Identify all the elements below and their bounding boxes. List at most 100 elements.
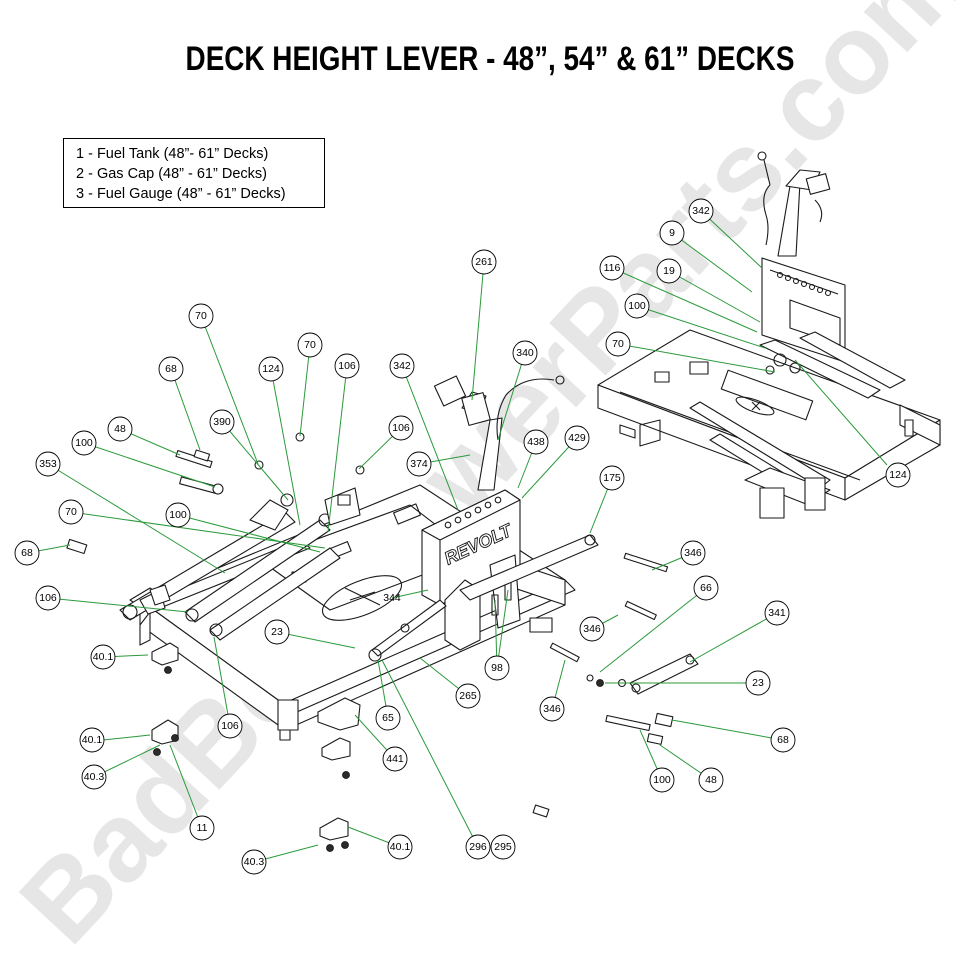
callouts: 342 9 116 19 100 70 124 70 70 68 124 106… <box>14 198 911 875</box>
callout-number: 346 <box>684 547 702 559</box>
callout-number: 70 <box>195 310 207 322</box>
callout-number: 68 <box>165 363 177 375</box>
callout-48-b: 48 <box>698 767 724 793</box>
callout-number: 40.3 <box>84 771 105 783</box>
legend-item-gas-cap: 2 - Gas Cap (48” - 61” Decks) <box>76 166 267 182</box>
callout-106-c: 106 <box>35 585 61 611</box>
callout-341: 341 <box>764 600 790 626</box>
callout-68-a: 68 <box>158 356 184 382</box>
callout-number: 100 <box>653 774 671 786</box>
callout-265: 265 <box>455 683 481 709</box>
callout-number: 342 <box>692 205 710 217</box>
callout-100-c: 100 <box>649 767 675 793</box>
callout-295: 295 <box>490 834 516 860</box>
callout-number: 374 <box>410 458 428 470</box>
callout-374: 374 <box>406 451 432 477</box>
callout-number: 295 <box>494 841 512 853</box>
callout-number: 98 <box>491 662 503 674</box>
callout-9: 9 <box>659 220 685 246</box>
callout-number: 342 <box>393 360 411 372</box>
callout-342-left: 342 <box>389 353 415 379</box>
callout-116: 116 <box>599 255 625 281</box>
callout-40-3-a: 40.3 <box>81 764 107 790</box>
page-title: DECK HEIGHT LEVER - 48”, 54” & 61” DECKS <box>185 40 795 78</box>
callout-11: 11 <box>189 815 215 841</box>
callout-number: 68 <box>21 547 33 559</box>
callout-number: 296 <box>469 841 487 853</box>
legend-item-fuel-gauge: 3 - Fuel Gauge (48” - 61” Decks) <box>76 186 286 202</box>
callout-number: 106 <box>221 720 239 732</box>
callout-19: 19 <box>656 258 682 284</box>
callout-number: 106 <box>392 422 410 434</box>
callout-number: 40.1 <box>93 651 114 663</box>
callout-number: 48 <box>114 423 126 435</box>
callout-175: 175 <box>599 465 625 491</box>
callout-261: 261 <box>471 249 497 275</box>
callout-number: 40.3 <box>244 856 265 868</box>
callout-number: 124 <box>262 363 280 375</box>
callout-70-a: 70 <box>188 303 214 329</box>
callout-number: 68 <box>777 734 789 746</box>
callout-353: 353 <box>35 451 61 477</box>
callout-number: 23 <box>271 626 283 638</box>
right-frame-assembly <box>597 151 941 519</box>
callout-346-b: 346 <box>579 616 605 642</box>
callout-100-right: 100 <box>624 293 650 319</box>
callout-441: 441 <box>382 746 408 772</box>
callout-68-b: 68 <box>14 540 40 566</box>
callout-number: 441 <box>386 753 404 765</box>
callout-70-c: 70 <box>58 499 84 525</box>
callout-number: 390 <box>213 416 231 428</box>
callout-100-b: 100 <box>165 502 191 528</box>
callout-48-a: 48 <box>107 416 133 442</box>
callout-70-right: 70 <box>605 331 631 357</box>
callout-number: 265 <box>459 690 477 702</box>
callout-number: 124 <box>889 469 907 481</box>
callout-number: 353 <box>39 458 57 470</box>
callout-number: 9 <box>669 227 675 239</box>
callout-106-a: 106 <box>334 353 360 379</box>
callout-106-d: 106 <box>217 713 243 739</box>
callout-number: 100 <box>628 300 646 312</box>
callout-number: 19 <box>663 265 675 277</box>
callout-number: 70 <box>612 338 624 350</box>
callout-65: 65 <box>375 705 401 731</box>
callout-number: 438 <box>527 436 545 448</box>
callout-346-a: 346 <box>680 540 706 566</box>
callout-number: 48 <box>705 774 717 786</box>
loose-hardware <box>66 432 699 852</box>
callout-124-left: 124 <box>258 356 284 382</box>
callout-40-1-b: 40.1 <box>79 727 105 753</box>
callout-98: 98 <box>484 655 510 681</box>
callout-429: 429 <box>564 425 590 451</box>
callout-40-1-a: 40.1 <box>90 644 116 670</box>
callout-390: 390 <box>209 409 235 435</box>
callout-number: 346 <box>583 623 601 635</box>
callout-66: 66 <box>693 575 719 601</box>
callout-number: 429 <box>568 432 586 444</box>
callout-number: 341 <box>768 607 786 619</box>
callout-68-c: 68 <box>770 727 796 753</box>
callout-number: 11 <box>197 822 208 834</box>
callout-number: 344 <box>383 592 401 604</box>
callout-40-3-b: 40.3 <box>241 849 267 875</box>
callout-number: 66 <box>700 582 712 594</box>
callout-number: 23 <box>752 677 764 689</box>
callout-340: 340 <box>512 340 538 366</box>
callout-438: 438 <box>523 429 549 455</box>
callout-number: 261 <box>475 256 493 268</box>
callout-number: 70 <box>304 339 316 351</box>
callout-number: 346 <box>543 703 561 715</box>
callout-100-a: 100 <box>71 430 97 456</box>
callout-number: 40.1 <box>390 841 411 853</box>
callout-number: 340 <box>516 347 534 359</box>
callout-346-c: 346 <box>539 696 565 722</box>
legend-box: 1 - Fuel Tank (48”- 61” Decks) 2 - Gas C… <box>63 138 325 208</box>
callout-344: 344 <box>383 592 401 604</box>
callout-70-b: 70 <box>297 332 323 358</box>
callout-23-a: 23 <box>264 619 290 645</box>
callout-124-right: 124 <box>885 462 911 488</box>
callout-number: 70 <box>65 506 77 518</box>
callout-40-1-c: 40.1 <box>387 834 413 860</box>
